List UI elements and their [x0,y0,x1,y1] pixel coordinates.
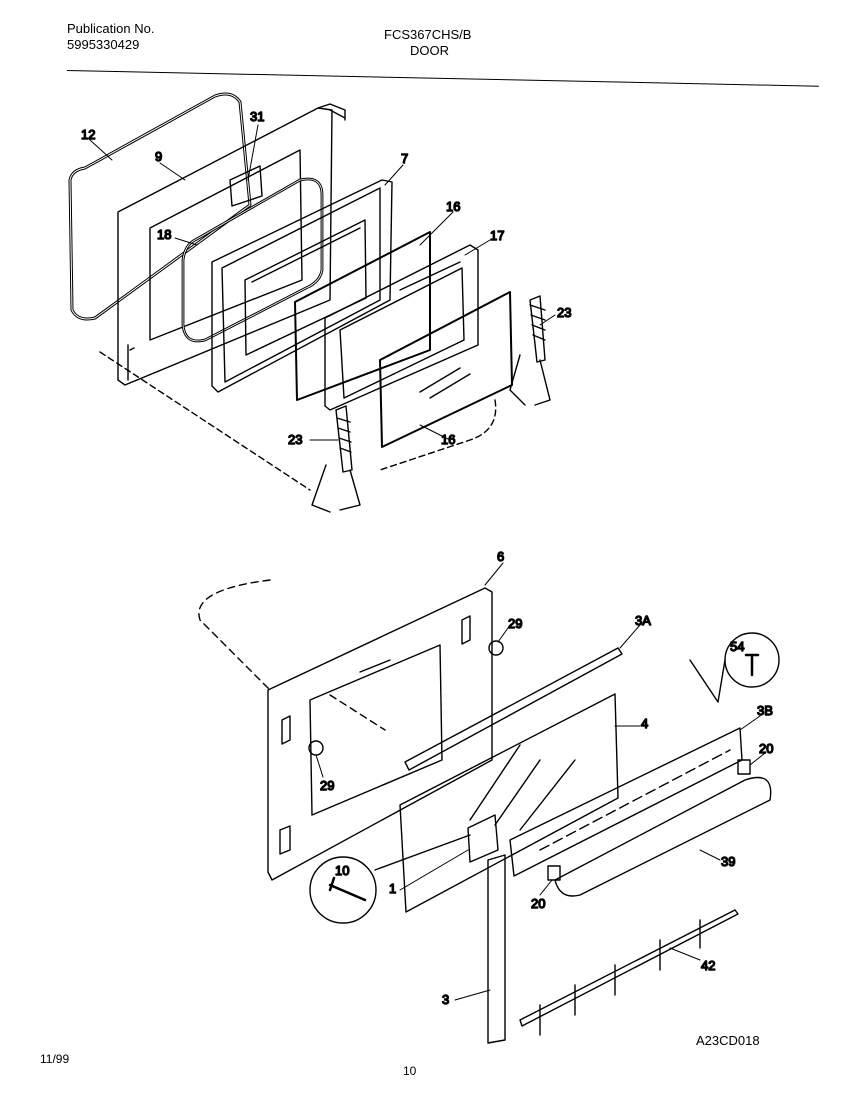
part-screw-54-inset [689,632,780,703]
page-number: 10 [403,1064,417,1078]
callout-54: 54 [730,639,744,654]
part-gasket-12 [68,92,252,321]
callout-39: 39 [721,854,735,869]
part-hinge-block-1 [467,814,499,863]
callout-1: 1 [389,881,396,896]
dashed-link-bottom [198,579,386,731]
part-outer-panel-6 [267,587,493,881]
publication-number: 5995330429 [67,37,140,52]
part-glass-16-upper [294,231,431,401]
footer-date: 11/99 [40,1052,70,1066]
part-rail-42 [519,909,739,1036]
callout-leaders [89,124,766,1001]
part-glass-4 [399,693,619,913]
publication-label: Publication No. [67,21,155,36]
callout-6: 6 [497,549,504,564]
part-clip-20-right [737,759,751,775]
part-handle-39 [554,776,772,897]
callout-4: 4 [641,716,648,731]
callout-10: 10 [335,863,349,878]
callout-3A: 3A [635,613,651,628]
part-clip-20-left [547,865,561,881]
part-wire-18 [181,177,324,343]
callout-3: 3 [442,992,449,1007]
part-hinge-23-right [509,295,551,406]
callout-20-right: 20 [759,741,773,756]
callout-16-lower: 16 [441,432,455,447]
callout-23-right: 23 [557,305,571,320]
part-bumper-29-upper [488,640,504,656]
part-trim-3A [404,647,623,771]
callout-3B: 3B [757,703,773,718]
section-title: DOOR [410,43,449,58]
callout-29-lower: 29 [320,778,334,793]
callout-31: 31 [250,109,264,124]
callout-20-left: 20 [531,896,545,911]
callout-23-left: 23 [288,432,302,447]
callout-42: 42 [701,958,715,973]
callout-7: 7 [401,151,408,166]
dashed-link-top [99,351,497,491]
callout-29-upper: 29 [508,616,522,631]
callout-16-upper: 16 [446,199,460,214]
model-number: FCS367CHS/B [384,27,472,42]
part-inner-panel-9 [117,103,346,386]
part-glass-frame-17 [324,244,479,411]
callout-12: 12 [81,127,95,142]
diagram-code: A23CD018 [696,1033,760,1048]
part-hinge-23-left [311,405,361,513]
callout-18: 18 [157,227,171,242]
callout-9: 9 [155,149,162,164]
part-side-trim-3 [487,854,506,1044]
callout-17: 17 [490,228,504,243]
part-screw-10-inset [309,834,471,924]
